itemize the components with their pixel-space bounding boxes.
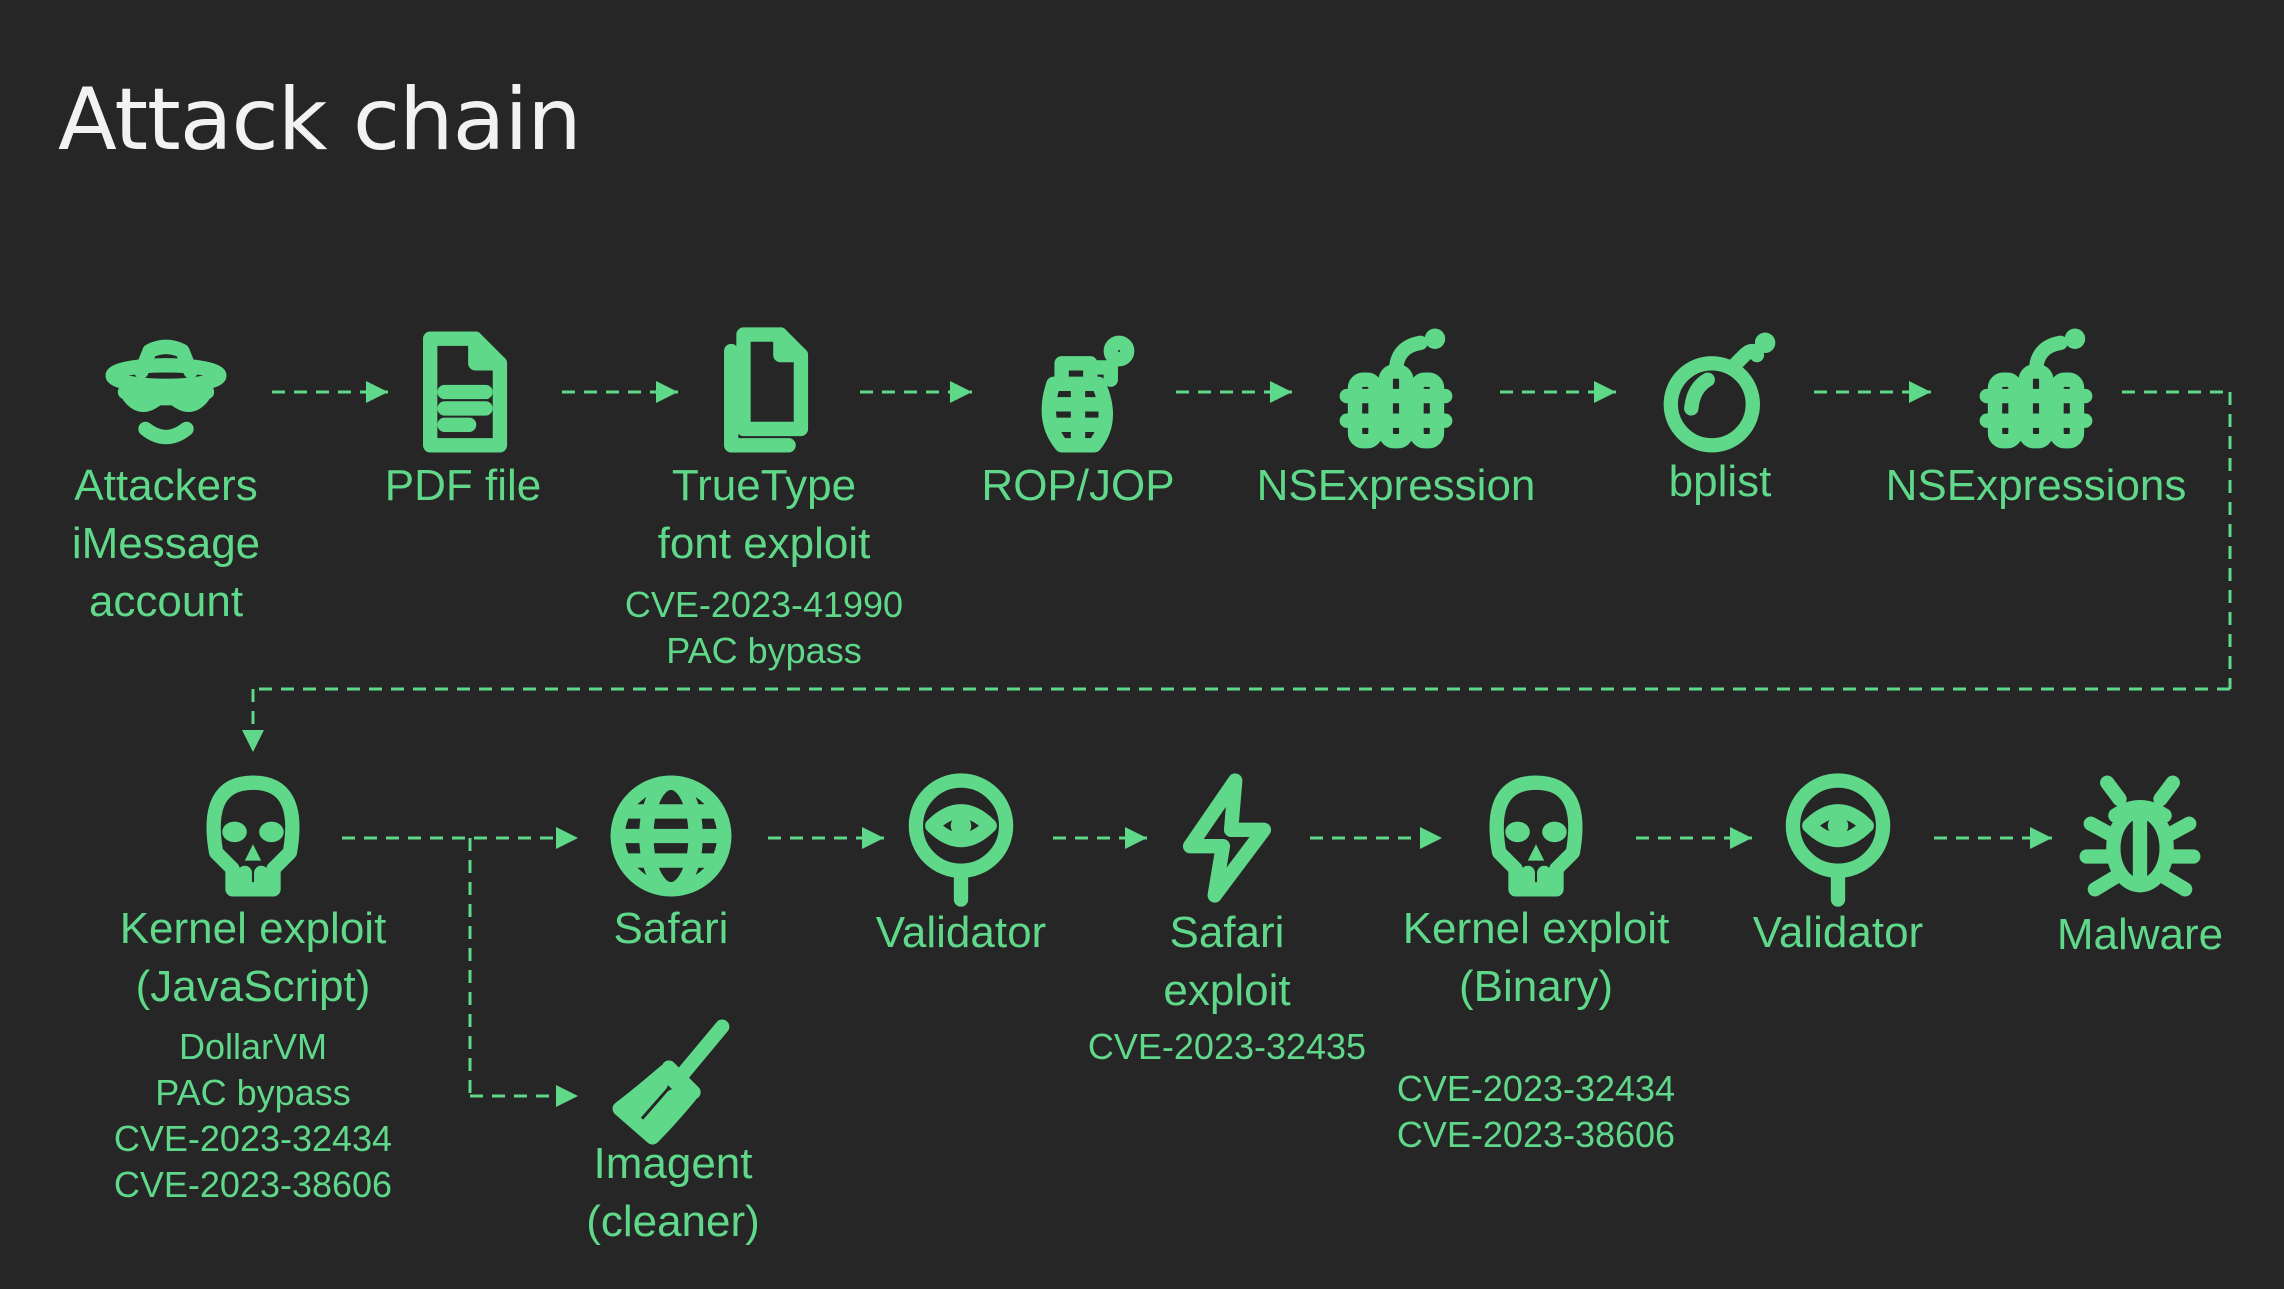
node-label: bplist — [1669, 457, 1772, 506]
lightning-icon — [1182, 773, 1272, 903]
node-label: font exploit — [658, 519, 871, 568]
bug-icon — [2079, 775, 2201, 897]
node-label: NSExpressions — [1886, 461, 2187, 510]
node-malware: Malware — [2057, 775, 2223, 959]
validator-icon — [1785, 773, 1891, 907]
node-label: Kernel exploit — [120, 904, 387, 953]
arrowhead — [1125, 827, 1147, 849]
node-label: Validator — [1753, 908, 1923, 957]
node-nsexpressions: NSExpressions — [1886, 328, 2187, 510]
node-label: account — [89, 577, 243, 626]
node-label: (JavaScript) — [136, 962, 371, 1011]
node-label: (cleaner) — [586, 1197, 760, 1246]
grenade-icon — [1041, 335, 1135, 453]
files-icon — [724, 327, 809, 453]
node-detail: PAC bypass — [155, 1072, 350, 1113]
arrowhead — [556, 827, 578, 849]
node-kernel-js: Kernel exploit (JavaScript) DollarVM PAC by… — [114, 775, 392, 1205]
skull-icon — [206, 775, 300, 897]
node-label: Imagent — [594, 1139, 753, 1188]
node-detail: CVE-2023-41990 — [625, 584, 903, 625]
node-label: Malware — [2057, 910, 2223, 959]
node-label: ROP/JOP — [981, 461, 1174, 510]
node-validator-2: Validator — [1753, 773, 1923, 957]
node-pdf: PDF file — [385, 331, 541, 510]
node-ropjop: ROP/JOP — [981, 335, 1175, 510]
document-icon — [423, 331, 508, 453]
node-label: Validator — [876, 908, 1046, 957]
arrowhead — [556, 1085, 578, 1107]
validator-icon — [908, 773, 1014, 907]
dynamite-icon — [1339, 328, 1453, 449]
node-bplist: bplist — [1663, 332, 1776, 506]
node-label: TrueType — [672, 461, 856, 510]
node-attacker: Attackers iMessage account — [72, 339, 260, 626]
node-detail: CVE-2023-32434 — [1397, 1068, 1675, 1109]
arrowhead — [1730, 827, 1752, 849]
skull-icon — [1489, 775, 1583, 897]
node-detail: CVE-2023-32434 — [114, 1118, 392, 1159]
broom-icon — [612, 1019, 730, 1145]
node-safari: Safari — [610, 775, 732, 953]
node-label: NSExpression — [1257, 461, 1536, 510]
bomb-icon — [1663, 332, 1776, 453]
arrowhead — [862, 827, 884, 849]
arrowhead — [1270, 381, 1292, 403]
slide-title: Attack chain — [58, 70, 582, 170]
node-label: iMessage — [72, 519, 260, 568]
node-label: exploit — [1163, 966, 1290, 1015]
arrowhead — [242, 730, 264, 752]
arrowhead — [656, 381, 678, 403]
arrowhead — [950, 381, 972, 403]
arrowhead — [366, 381, 388, 403]
node-detail: DollarVM — [179, 1026, 327, 1067]
node-nsexpression: NSExpression — [1257, 328, 1536, 510]
node-detail: CVE-2023-38606 — [114, 1164, 392, 1205]
node-imagent: Imagent (cleaner) — [586, 1019, 760, 1246]
node-validator-1: Validator — [876, 773, 1046, 957]
node-label: Kernel exploit — [1403, 904, 1670, 953]
node-label: Safari — [614, 904, 729, 953]
globe-icon — [610, 775, 732, 897]
node-label: (Binary) — [1459, 962, 1613, 1011]
node-label: PDF file — [385, 461, 541, 510]
spy-icon — [105, 339, 227, 445]
node-detail: CVE-2023-38606 — [1397, 1114, 1675, 1155]
arrowhead — [1909, 381, 1931, 403]
node-kernel-bin: Kernel exploit (Binary) CVE-2023-32434CVE-… — [1397, 775, 1675, 1155]
node-detail: PAC bypass — [666, 630, 861, 671]
arrowhead — [1420, 827, 1442, 849]
arrowhead — [1594, 381, 1616, 403]
arrowhead — [2030, 827, 2052, 849]
node-label: Safari — [1170, 908, 1285, 957]
node-detail: CVE-2023-32435 — [1088, 1026, 1366, 1067]
dynamite-icon — [1979, 328, 2093, 449]
node-label: Attackers — [74, 461, 257, 510]
